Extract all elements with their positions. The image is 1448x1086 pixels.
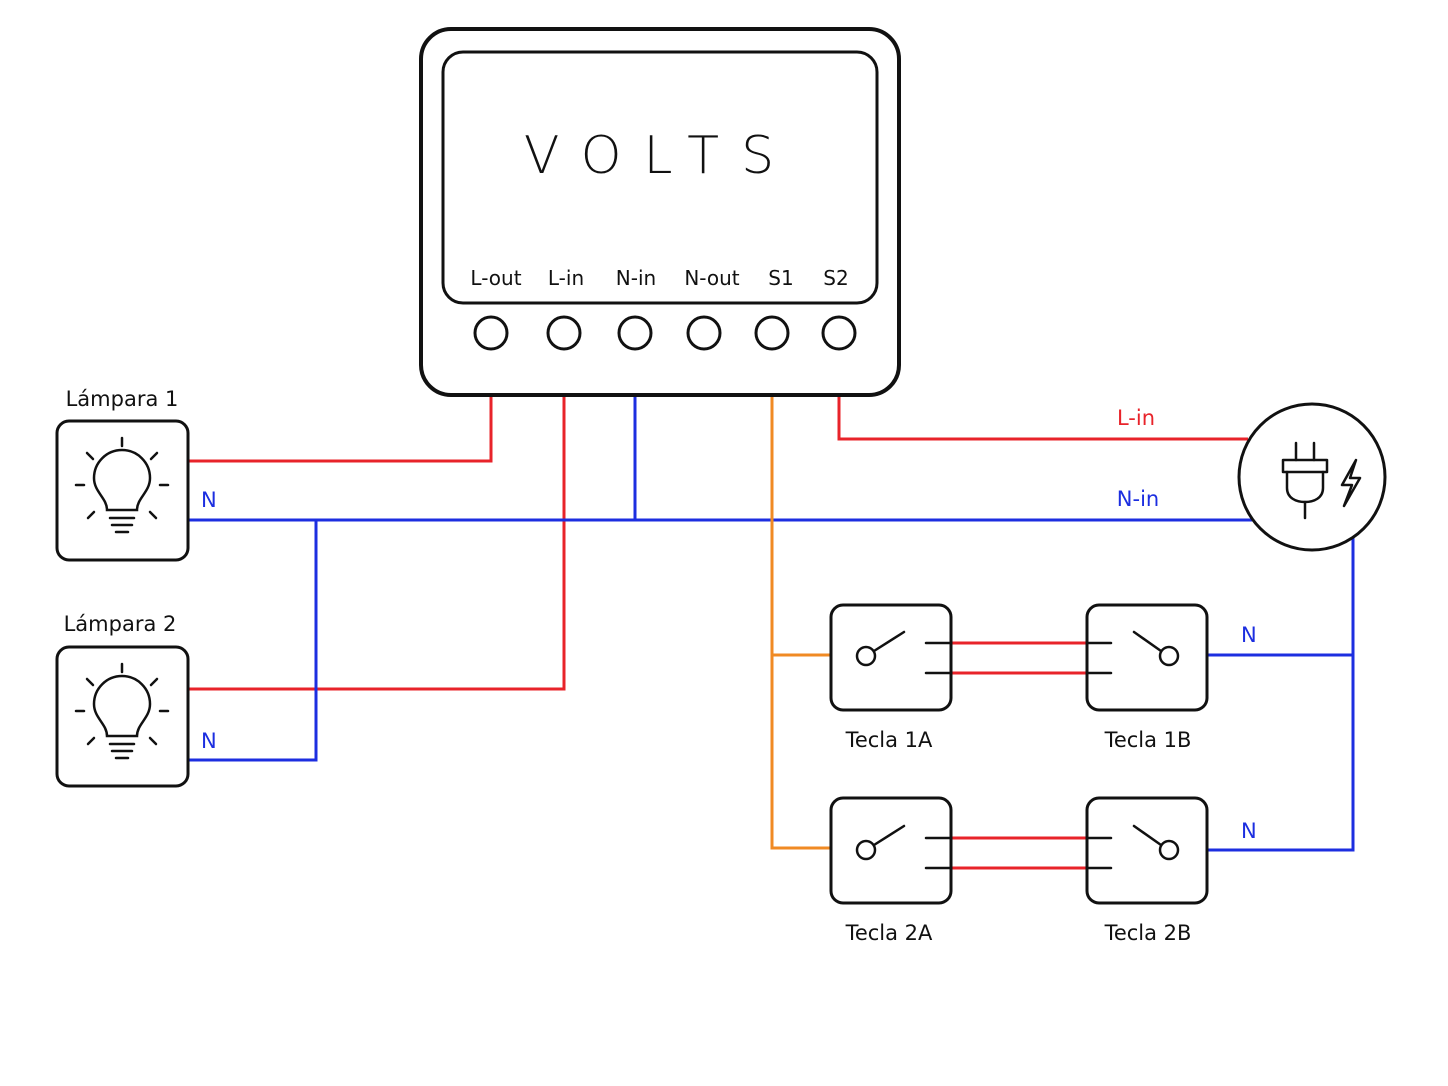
- device-inner-panel: [441, 50, 879, 305]
- light-bulb-icon: [74, 662, 170, 760]
- switch-1b: Tecla 1B N: [1085, 603, 1257, 752]
- terminal-label-n-out: N-out: [684, 266, 739, 290]
- terminal-n-out: [686, 315, 722, 351]
- lamp-1: Lámpara 1 N: [55, 387, 217, 562]
- switch-icon: [1085, 824, 1180, 870]
- switch-2a-box: [829, 796, 953, 905]
- switch-1a-label: Tecla 1A: [845, 728, 933, 752]
- terminal-label-l-out: L-out: [470, 266, 521, 290]
- power-neutral-label: N-in: [1117, 487, 1159, 511]
- wire-l-in-lamp-2: [189, 348, 566, 691]
- switch-1a-box: [829, 603, 953, 712]
- power-source-circle: [1237, 402, 1387, 552]
- volts-device: VOLTS L-out L-in N-in N-out S1 S2: [419, 27, 901, 397]
- switch-icon: [1085, 630, 1180, 675]
- switch-icon: [855, 824, 953, 870]
- lamp-1-neutral-label: N: [201, 488, 217, 512]
- switch-2b-label: Tecla 2B: [1104, 921, 1192, 945]
- switch-2a-label: Tecla 2A: [845, 921, 933, 945]
- switch-1b-neutral-label: N: [1241, 623, 1257, 647]
- terminal-label-l-in: L-in: [548, 266, 584, 290]
- terminal-s1: [754, 315, 790, 351]
- switch-icon: [855, 630, 953, 675]
- switch-2b: Tecla 2B N: [1085, 796, 1257, 945]
- wire-power-neutral-switches: [1208, 538, 1355, 852]
- switch-2b-neutral-label: N: [1241, 819, 1257, 843]
- terminal-label-s2: S2: [823, 266, 848, 290]
- switch-1b-box: [1085, 603, 1209, 712]
- switch-1a: Tecla 1A: [829, 603, 953, 752]
- plug-with-lightning-icon: [1281, 441, 1362, 520]
- switch-2a: Tecla 2A: [829, 796, 953, 945]
- terminal-label-s1: S1: [768, 266, 793, 290]
- terminal-s2: [821, 315, 857, 351]
- lamp-2-neutral-label: N: [201, 729, 217, 753]
- terminal-l-out: [473, 315, 509, 351]
- terminal-l-in: [546, 315, 582, 351]
- lamp-2-label: Lámpara 2: [64, 612, 177, 636]
- power-source: L-in N-in: [1117, 402, 1387, 552]
- switch-1b-label: Tecla 1B: [1104, 728, 1192, 752]
- device-brand: VOLTS: [524, 126, 796, 186]
- switch-2b-box: [1085, 796, 1209, 905]
- terminal-label-n-in: N-in: [616, 266, 656, 290]
- lamp-1-label: Lámpara 1: [66, 387, 179, 411]
- terminal-n-in: [617, 315, 653, 351]
- wire-s1-switches: [770, 348, 855, 850]
- light-bulb-icon: [74, 436, 170, 534]
- power-line-label: L-in: [1117, 406, 1155, 430]
- lamp-2: Lámpara 2 N: [55, 612, 217, 788]
- wire-lamp-2-neutral: [189, 520, 318, 762]
